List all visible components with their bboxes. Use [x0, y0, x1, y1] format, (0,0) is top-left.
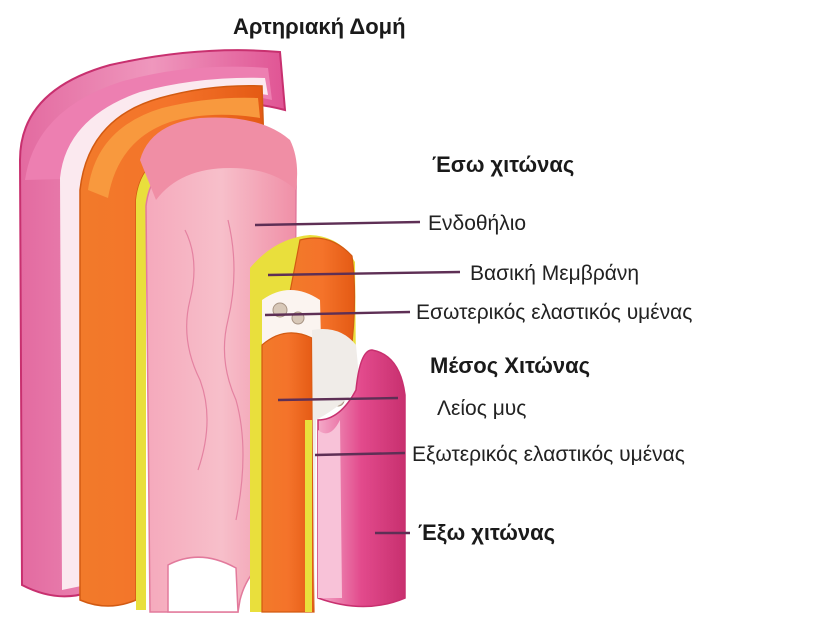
- diagram-title: Αρτηριακή Δομή: [233, 16, 406, 38]
- label-external-elastic-lamina: Εξωτερικός ελαστικός υμένας: [412, 444, 685, 465]
- media-heading: Μέσος Χιτώνας: [430, 355, 590, 377]
- adventitia-heading: Έξω χιτώνας: [418, 522, 555, 544]
- label-internal-elastic-lamina: Εσωτερικός ελαστικός υμένας: [416, 302, 692, 323]
- label-endothelium: Ενδοθήλιο: [428, 213, 526, 234]
- label-basement-membrane: Βασική Μεμβράνη: [470, 263, 639, 284]
- label-smooth-muscle: Λείος μυς: [437, 398, 526, 419]
- intima-heading: Έσω χιτώνας: [432, 154, 574, 176]
